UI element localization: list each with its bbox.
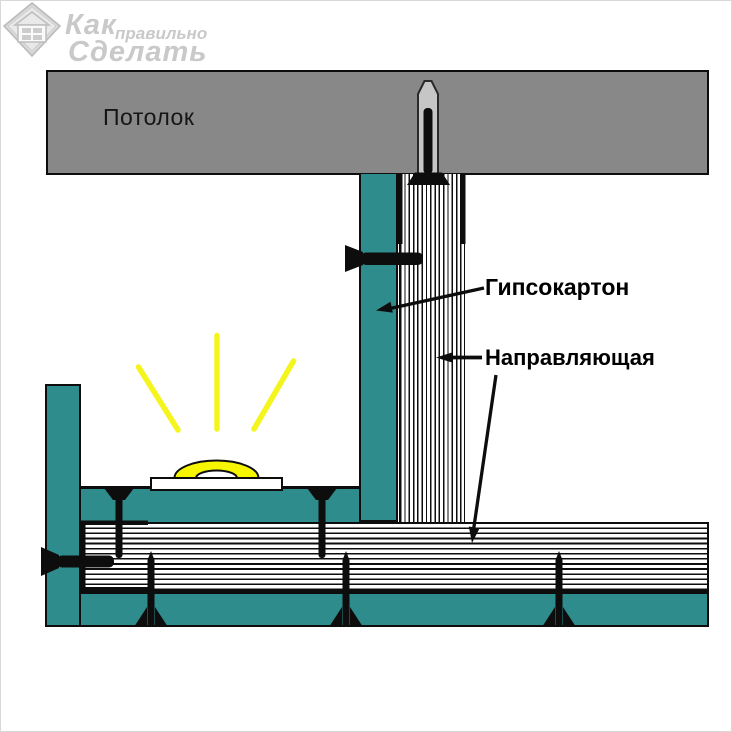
- drywall-vertical-panel: [359, 174, 398, 522]
- bottom-drywall-face: [45, 592, 709, 627]
- drywall-label: Гипсокартон: [485, 274, 630, 300]
- site-logo: Как правильно Сделать: [1, 1, 251, 71]
- logo-word-3: Сделать: [68, 36, 208, 68]
- logo-word-2: правильно: [115, 24, 208, 43]
- light-rays-icon: [135, 332, 297, 433]
- cove-shelf: [81, 486, 398, 522]
- ceiling-label: Потолок: [103, 104, 195, 130]
- lamp-dome-icon: [173, 459, 260, 479]
- logo-word-1: Как: [65, 9, 117, 41]
- leader-arrow-guide-bottom: [468, 374, 498, 543]
- guide-profile-vertical: [399, 174, 465, 522]
- guide-label: Направляющая: [485, 345, 655, 370]
- ceiling-slab: Потолок: [46, 70, 709, 175]
- guide-profile-horizontal: [82, 522, 709, 592]
- left-drywall-post: [45, 384, 81, 627]
- house-diamond-icon: [2, 2, 62, 58]
